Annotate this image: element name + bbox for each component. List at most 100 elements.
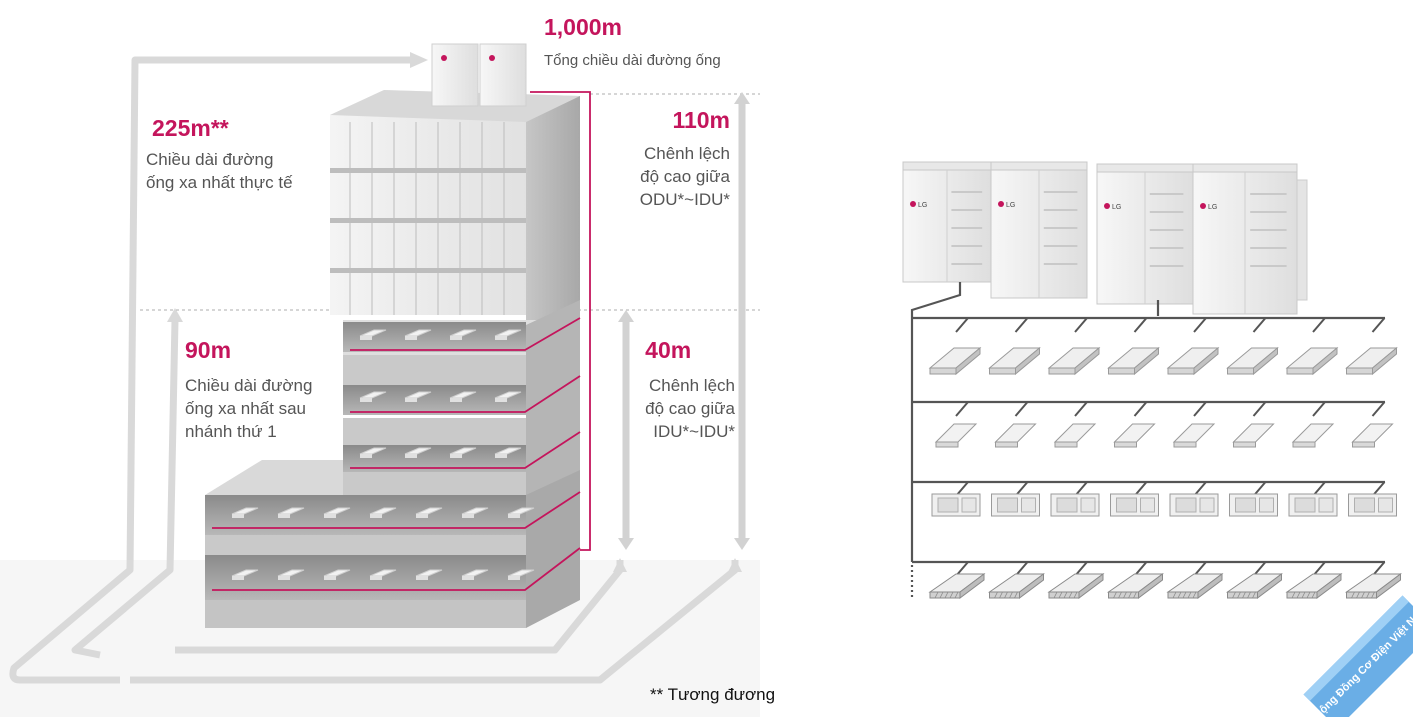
indoor-unit-ceiling-cassette-1way xyxy=(1172,401,1216,448)
outdoor-unit: LG xyxy=(1096,163,1194,305)
building-indoor-unit xyxy=(277,569,305,580)
indoor-unit-ceiling-cassette-1way xyxy=(1351,401,1394,448)
indoor-unit-ceiling-cassette-4way xyxy=(1285,317,1339,376)
building-indoor-unit xyxy=(277,507,305,518)
indoor-unit-ceiling-cassette-4way-round xyxy=(1344,561,1402,599)
total-length-label: 1,000m Tổng chiều dài đường ống xyxy=(544,14,721,72)
odu-idu-desc-line-1: Chênh lệch xyxy=(643,144,730,163)
building-indoor-unit xyxy=(369,569,397,580)
after-branch-desc: Chiều dài đường ống xa nhất sau nhánh th… xyxy=(185,374,312,443)
idu-idu-desc-line-2: độ cao giữa xyxy=(645,399,735,418)
indoor-unit-ceiling-cassette-4way xyxy=(1166,317,1220,376)
building-indoor-unit xyxy=(369,507,397,518)
odu-idu-height-desc: Chênh lệch độ cao giữa ODU*~IDU* xyxy=(640,142,730,211)
idu-idu-height-value: 40m xyxy=(645,337,692,363)
outdoor-unit-array: LG LG LG LG xyxy=(902,161,1308,315)
indoor-unit-ceiling-cassette-4way-round xyxy=(1166,561,1224,599)
indoor-unit-ducted xyxy=(1169,481,1219,517)
building-indoor-unit xyxy=(449,329,477,340)
building-indoor-unit xyxy=(449,391,477,402)
idu-idu-height-desc: Chênh lệch độ cao giữa IDU*~IDU* xyxy=(645,374,735,443)
idu-idu-height-label: 40m Chênh lệch độ cao giữa IDU*~IDU* xyxy=(645,337,735,443)
brand-logo: LG xyxy=(1006,202,1015,209)
indoor-unit-ducted xyxy=(1229,481,1278,517)
building-indoor-unit xyxy=(494,447,522,458)
height-dimension-40m xyxy=(618,310,634,550)
indoor-unit-ducted xyxy=(931,481,981,517)
odu-idu-height-value: 110m xyxy=(672,107,730,133)
building-indoor-unit xyxy=(449,447,477,458)
indoor-unit-ceiling-cassette-4way xyxy=(1047,317,1101,376)
idu-idu-desc-line-1: Chênh lệch xyxy=(648,376,735,395)
indoor-unit-ceiling-cassette-4way xyxy=(988,317,1041,376)
indoor-unit-ceiling-cassette-1way xyxy=(934,401,978,448)
building-indoor-unit xyxy=(323,507,351,518)
indoor-unit-ceiling-cassette-4way-round xyxy=(987,561,1045,599)
building-indoor-unit xyxy=(507,507,535,518)
odu-idu-desc-line-3: ODU*~IDU* xyxy=(639,190,730,209)
farthest-length-label: 225m** Chiều dài đường ống xa nhất thực … xyxy=(146,115,293,194)
building-indoor-units xyxy=(231,329,535,580)
after-branch-label: 90m Chiều dài đường ống xa nhất sau nhán… xyxy=(185,337,312,443)
building-indoor-unit xyxy=(404,391,432,402)
indoor-unit-ducted xyxy=(1288,481,1338,517)
indoor-unit-ducted xyxy=(1348,481,1397,517)
farthest-desc-line-2: ống xa nhất thực tế xyxy=(146,173,293,192)
odu-idu-desc-line-2: độ cao giữa xyxy=(640,167,730,186)
indoor-unit-ceiling-cassette-1way xyxy=(1232,401,1275,448)
building-indoor-unit xyxy=(404,329,432,340)
farthest-length-value: 225m** xyxy=(152,115,229,141)
indoor-unit-ducted xyxy=(991,481,1040,517)
indoor-unit-ceiling-cassette-4way xyxy=(1345,317,1398,376)
rooftop-outdoor-units xyxy=(431,43,527,107)
after-branch-desc-line-3: nhánh thứ 1 xyxy=(185,422,277,441)
indoor-unit-ducted xyxy=(1050,481,1100,517)
building-indoor-unit xyxy=(231,569,259,580)
indoor-unit-ducted xyxy=(1110,481,1159,517)
indoor-unit-ceiling-cassette-4way-round xyxy=(1225,561,1283,599)
building-indoor-unit xyxy=(415,507,443,518)
brand-logo: LG xyxy=(918,202,927,209)
building-indoor-unit xyxy=(231,507,259,518)
indoor-unit-ceiling-cassette-1way xyxy=(1291,401,1335,448)
total-length-desc: Tổng chiều dài đường ống xyxy=(544,52,721,69)
building-indoor-unit xyxy=(415,569,443,580)
after-branch-value: 90m xyxy=(185,337,232,363)
indoor-unit-ceiling-cassette-4way-round xyxy=(928,561,986,599)
building-indoor-unit xyxy=(323,569,351,580)
after-branch-desc-line-1: Chiều dài đường xyxy=(185,376,313,395)
building-indoor-unit xyxy=(404,447,432,458)
indoor-unit-rows xyxy=(928,317,1402,599)
building-pipes xyxy=(212,91,591,591)
brand-logo: LG xyxy=(1112,204,1121,211)
after-branch-desc-line-2: ống xa nhất sau xyxy=(185,399,306,418)
indoor-unit-ceiling-cassette-4way-round xyxy=(1047,561,1105,599)
odu-idu-height-label: 110m Chênh lệch độ cao giữa ODU*~IDU* xyxy=(640,107,730,211)
building-indoor-unit xyxy=(507,569,535,580)
arrow-heads xyxy=(167,52,742,572)
building-indoor-unit xyxy=(494,329,522,340)
outdoor-unit: LG xyxy=(1192,163,1298,315)
indoor-unit-ceiling-cassette-1way xyxy=(994,401,1037,448)
indoor-unit-ceiling-cassette-4way xyxy=(928,317,982,376)
indoor-unit-ceiling-cassette-4way xyxy=(1107,317,1160,376)
brand-logo: LG xyxy=(1208,204,1217,211)
building-indoor-unit xyxy=(359,447,387,458)
outdoor-unit: LG xyxy=(990,161,1088,299)
building-indoor-unit xyxy=(359,329,387,340)
indoor-unit-ceiling-cassette-1way xyxy=(1113,401,1156,448)
farthest-length-desc: Chiều dài đường ống xa nhất thực tế xyxy=(146,148,293,194)
indoor-unit-ceiling-cassette-1way xyxy=(1053,401,1097,448)
reference-lines xyxy=(140,93,760,311)
total-length-value: 1,000m xyxy=(544,14,623,40)
idu-idu-desc-line-3: IDU*~IDU* xyxy=(653,422,735,441)
pipe-network xyxy=(910,282,1385,564)
height-dimension-110m xyxy=(734,92,750,550)
watermark-logo: Cộng Đồng Cơ Điện Việt Nam xyxy=(1303,595,1413,722)
indoor-unit-ceiling-cassette-4way xyxy=(1226,317,1279,376)
farthest-desc-line-1: Chiều dài đường xyxy=(146,150,274,169)
building-indoor-unit xyxy=(494,391,522,402)
footnote: ** Tương đương xyxy=(650,685,776,704)
